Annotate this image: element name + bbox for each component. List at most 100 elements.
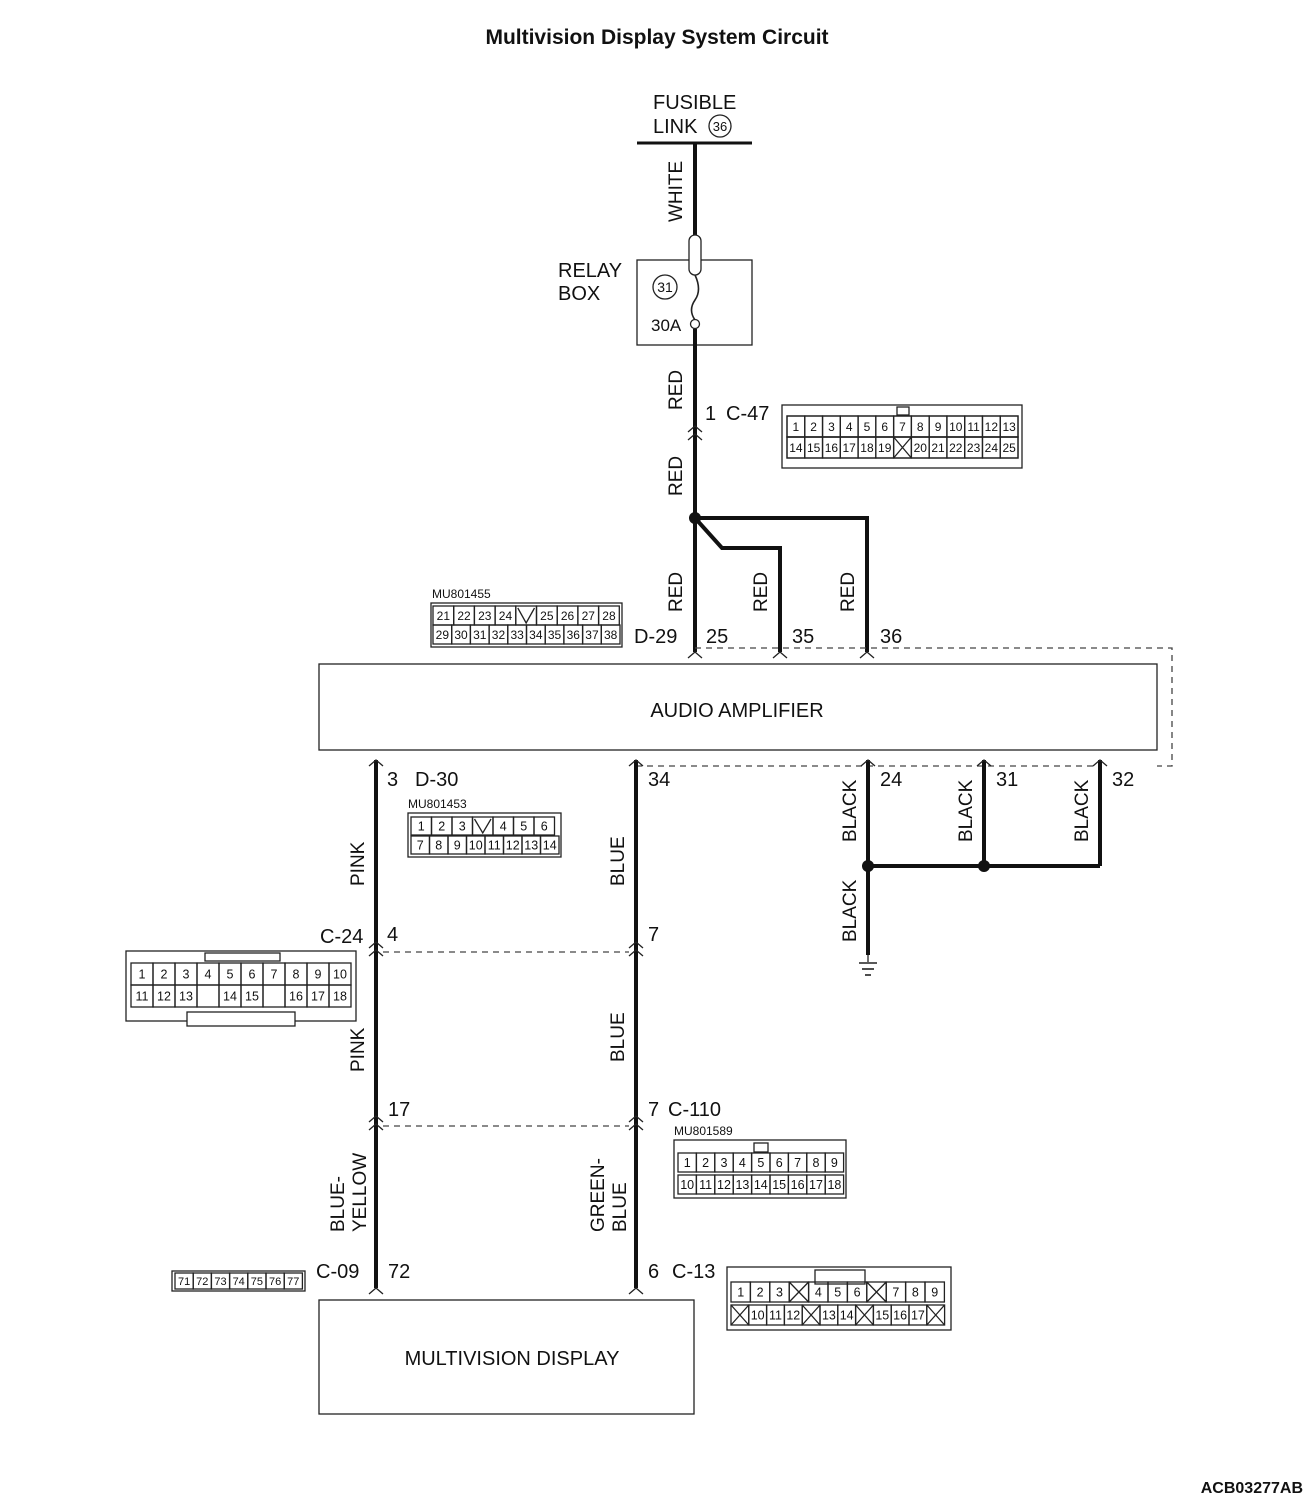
connector-pin-number: 18	[827, 1178, 841, 1192]
connector-c47-marker	[687, 425, 703, 441]
connector-pin-number: 4	[739, 1156, 746, 1170]
fusible-link-label-1: FUSIBLE	[653, 92, 736, 114]
connector-pin-number: 30	[454, 628, 468, 642]
junction-black-1	[862, 860, 874, 872]
connector-pin-number: 3	[828, 420, 835, 434]
wire-label-black-3: BLACK	[1072, 779, 1093, 842]
part-number-d30: MU801453	[408, 797, 467, 811]
relay-box-number: 31	[657, 279, 673, 295]
connector-pin-number: 8	[912, 1286, 919, 1300]
connector-cavity	[283, 1272, 304, 1290]
connector-pin-number: 3	[776, 1286, 783, 1300]
key-notch-mark	[517, 607, 536, 625]
fuse-body	[688, 234, 702, 276]
connector-pin-number: 74	[233, 1276, 245, 1288]
diagram-title: Multivision Display System Circuit	[485, 26, 828, 49]
connector-pin-number: 6	[881, 420, 888, 434]
connector-pin-number: 18	[860, 441, 874, 455]
connector-c110-marker-pink	[368, 1115, 384, 1131]
multivision-display	[318, 1299, 695, 1415]
blank-cavity-mark	[926, 1304, 946, 1326]
fuse-rating: 30A	[651, 316, 682, 335]
connector-cavity	[539, 835, 560, 855]
connector-pin-number: 3	[183, 968, 190, 982]
connector-c110-marker-blue	[628, 1115, 644, 1131]
wire-label-red-1: RED	[666, 370, 687, 410]
connector-pin-number: 5	[227, 968, 234, 982]
audio-amplifier-label: AUDIO AMPLIFIER	[650, 700, 823, 722]
connector-pin-number: 73	[214, 1276, 226, 1288]
connector-pin-number: 8	[813, 1156, 820, 1170]
fuse-element-icon	[690, 274, 700, 321]
connector-pin-number: 4	[500, 820, 507, 834]
part-number-c110: MU801589	[674, 1124, 733, 1138]
connector-pin-number: 35	[548, 628, 562, 642]
ground-icon	[859, 955, 877, 976]
connector-pin-number: 15	[772, 1178, 786, 1192]
connector-pin-number: 6	[541, 820, 548, 834]
pin-d30-3: 3	[387, 769, 398, 791]
connector-pin-number: 8	[917, 420, 924, 434]
connector-pin-number: 22	[457, 609, 471, 623]
junction-black-2	[978, 860, 990, 872]
connector-pin-number: 21	[437, 609, 451, 623]
connector-pin-number: 25	[540, 609, 554, 623]
audio-amplifier	[318, 663, 1158, 751]
connector-pin-number: 20	[914, 441, 928, 455]
pin-marker-c09-72	[368, 1287, 384, 1295]
connector-pin-number: 24	[499, 609, 513, 623]
connector-pin-number: 7	[794, 1156, 801, 1170]
blank-cavity-mark	[730, 1304, 750, 1326]
connector-pin-number: 6	[776, 1156, 783, 1170]
pin-d29-35: 35	[792, 626, 814, 648]
wire-label-black-4: BLACK	[840, 879, 861, 942]
connector-pin-number: 3	[459, 820, 466, 834]
connector-cavity	[999, 436, 1019, 459]
connector-pin-number: 9	[454, 839, 461, 853]
connector-label-c13: C-13	[672, 1261, 715, 1283]
connector-pin-number: 9	[315, 968, 322, 982]
connector-pin-number: 31	[473, 628, 487, 642]
blank-cavity-mark	[855, 1304, 874, 1326]
connector-label-c110: C-110	[668, 1099, 721, 1121]
connector-pin-number: 4	[205, 968, 212, 982]
connector-cavity	[926, 1304, 946, 1326]
connector-pin-number: 13	[524, 839, 538, 853]
connector-pin-number: 4	[815, 1286, 822, 1300]
wire-label-red-4: RED	[751, 572, 772, 612]
connector-pin-number: 10	[751, 1309, 765, 1323]
connector-pin-number: 10	[680, 1178, 694, 1192]
connector-pin-number: 12	[157, 990, 171, 1004]
relay-box-label-2: BOX	[558, 283, 600, 305]
wire-label-blue-yellow-2: YELLOW	[350, 1153, 371, 1232]
connector-pin-number: 11	[136, 990, 149, 1004]
part-number-d29: MU801455	[432, 587, 491, 601]
connector-pin-number: 27	[582, 609, 596, 623]
wire-label-black-1: BLACK	[840, 779, 861, 842]
blank-cavity-mark	[788, 1281, 810, 1303]
wire-label-pink-2: PINK	[348, 1027, 369, 1072]
connector-pin-number: 15	[245, 990, 259, 1004]
connector-pin-number: 17	[843, 441, 857, 455]
pin-marker-d29-35	[772, 651, 788, 659]
connector-label-c47: C-47	[726, 403, 769, 425]
wire-label-black-2: BLACK	[956, 779, 977, 842]
connector-pin-number: 7	[899, 420, 906, 434]
connector-c24-marker-blue	[628, 941, 644, 957]
connector-pin-number: 2	[757, 1286, 764, 1300]
connector-pin-number: 25	[1002, 441, 1016, 455]
connector-pin-number: 9	[931, 1286, 938, 1300]
blank-cavity-mark	[801, 1304, 821, 1326]
connector-pin-number: 13	[1002, 420, 1016, 434]
connector-pin-number: 14	[789, 441, 803, 455]
connector-pin-number: 5	[834, 1286, 841, 1300]
connector-pin-number: 17	[911, 1309, 925, 1323]
wire-label-white: WHITE	[666, 161, 687, 222]
connector-pin-number: 38	[604, 628, 618, 642]
